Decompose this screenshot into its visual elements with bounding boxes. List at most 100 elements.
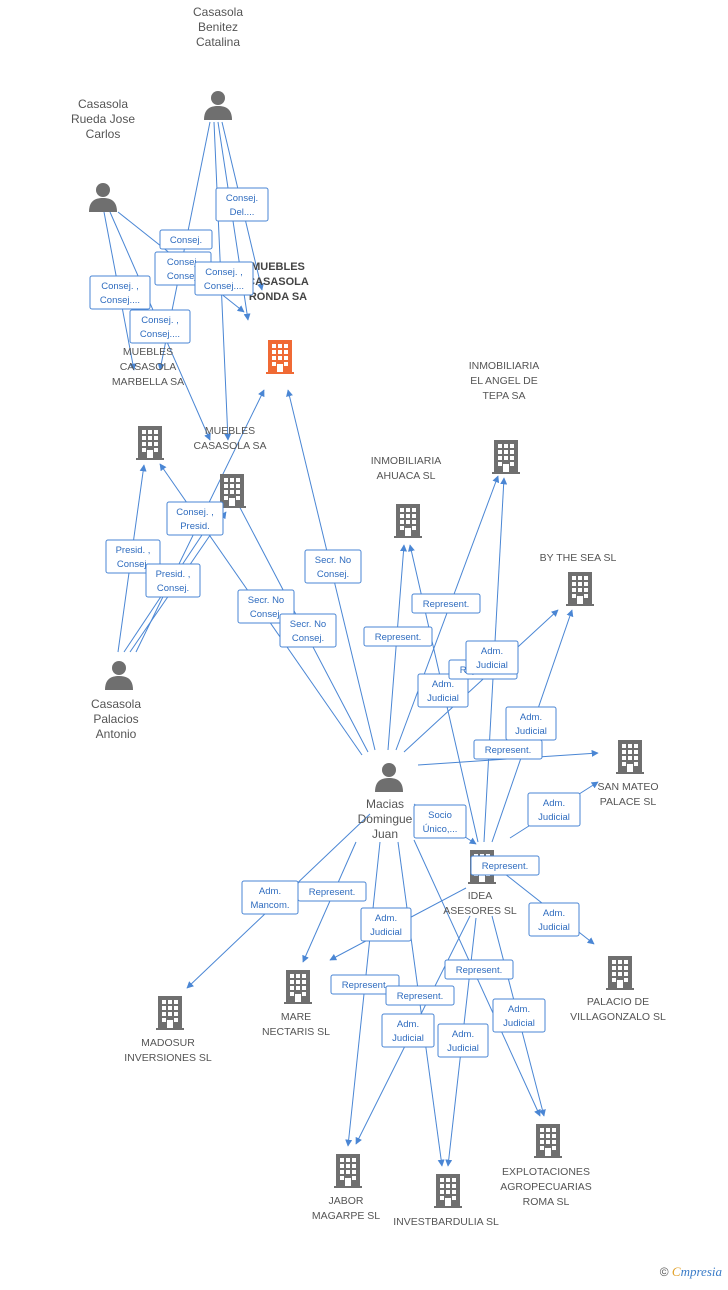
building-icon xyxy=(606,956,634,990)
edge-label-e13[interactable]: Represent. xyxy=(411,593,481,614)
node-label-line: ASESORES SL xyxy=(443,905,517,917)
edge-label-e9[interactable]: Presid. ,Consej. xyxy=(145,563,201,598)
edge-macias-bythesea xyxy=(403,609,559,753)
node-label-line: IDEA xyxy=(468,890,493,902)
edge-label-text: Consej. xyxy=(117,559,149,570)
person-icon xyxy=(204,91,232,120)
node-label-line: CASASOLA xyxy=(120,361,177,373)
edge-label-e14[interactable]: Represent. xyxy=(363,626,433,647)
edge-label-e29[interactable]: Represent. xyxy=(385,985,455,1006)
edge-label-e32[interactable]: Adm.Judicial xyxy=(437,1023,489,1058)
edge-label-e23[interactable]: Adm.Judicial xyxy=(528,902,580,937)
edge-label-e6[interactable]: Consej. ,Consej.... xyxy=(129,309,191,344)
edge-label-text: Adm. xyxy=(520,712,542,723)
edge-label-e31[interactable]: Adm.Judicial xyxy=(381,1013,435,1048)
edge-label-text: Secr. No xyxy=(290,619,326,630)
node-label-line: SAN MATEO xyxy=(597,781,658,793)
edge-label-text: Adm. xyxy=(543,798,565,809)
edge-label-e27[interactable]: Represent. xyxy=(444,959,514,980)
edge-label-text: Consej. xyxy=(170,235,202,246)
edge-label-e18[interactable]: Adm.Judicial xyxy=(505,706,557,741)
node-label-line: AGROPECUARIAS xyxy=(500,1181,592,1193)
edge-label-text: Adm. xyxy=(259,886,281,897)
edge-macias-mare xyxy=(302,841,357,963)
node-label-line: NECTARIS SL xyxy=(262,1026,330,1038)
empresia-logo[interactable]: Cmpresia xyxy=(672,1264,722,1279)
edge-label-e17[interactable]: Adm.Judicial xyxy=(465,640,519,675)
node-label-line: BY THE SEA SL xyxy=(540,552,617,564)
edge-label-e25[interactable]: Represent. xyxy=(297,881,367,902)
edge-label-e15[interactable]: Adm.Judicial xyxy=(417,673,469,708)
edge-labels-layer: Consej.Del....Consej.Consej.Consej.Conse… xyxy=(89,187,581,1058)
building-icon xyxy=(156,996,184,1030)
edge-label-e20[interactable]: Adm.Judicial xyxy=(527,792,581,827)
brand-rest: mpresia xyxy=(680,1264,722,1279)
edge-label-text: Represent. xyxy=(456,965,502,976)
building-icon xyxy=(434,1174,462,1208)
edge-label-box xyxy=(528,902,580,937)
edge-label-box xyxy=(215,187,269,222)
edge-label-e2[interactable]: Consej. xyxy=(159,229,213,250)
edge-label-e22[interactable]: Represent. xyxy=(470,855,540,876)
edge-label-e26[interactable]: Adm.Judicial xyxy=(360,907,412,942)
edge-macias-ahuaca xyxy=(387,544,407,751)
node-by-the-sea[interactable]: BY THE SEA SL xyxy=(540,552,617,606)
building-icon xyxy=(136,426,164,460)
edge-label-text: Represent. xyxy=(397,991,443,1002)
edge-label-text: Adm. xyxy=(543,908,565,919)
edge-label-box xyxy=(385,985,455,1006)
node-inm-ahuaca[interactable]: INMOBILIARIA AHUACA SL xyxy=(371,455,442,538)
edge-label-text: Judicial xyxy=(427,693,459,704)
edge-label-e24[interactable]: Adm. Mancom. xyxy=(241,880,299,915)
node-label-line: MARBELLA SA xyxy=(112,376,184,388)
edge-label-text: Secr. No xyxy=(315,555,351,566)
edge-label-text: Consej. xyxy=(226,193,258,204)
edge-label-text: Mancom. xyxy=(250,900,289,911)
node-label-line: MAGARPE SL xyxy=(312,1210,380,1222)
node-label-line: AHUACA SL xyxy=(377,470,436,482)
node-idea[interactable]: IDEA ASESORES SL xyxy=(443,850,517,917)
building-icon xyxy=(492,440,520,474)
edge-label-box xyxy=(159,229,213,250)
node-label-line: Rueda Jose xyxy=(71,112,135,126)
edge-label-e30[interactable]: Adm.Judicial xyxy=(492,998,546,1033)
edge-label-box xyxy=(437,1023,489,1058)
node-investbardulia[interactable]: INVESTBARDULIA SL xyxy=(393,1174,499,1228)
edge-label-e28[interactable]: Represent. xyxy=(330,974,400,995)
edge-label-e4[interactable]: Consej. ,Consej.... xyxy=(89,275,151,310)
edge-label-text: Represent. xyxy=(375,632,421,643)
node-label-line: INMOBILIARIA xyxy=(371,455,442,467)
edge-label-text: Socio xyxy=(428,810,452,821)
edge-label-text: Represent. xyxy=(309,887,355,898)
edge-label-text: Represent. xyxy=(482,861,528,872)
edge-label-box xyxy=(465,640,519,675)
edge-label-text: Judicial xyxy=(503,1018,535,1029)
edge-label-e7[interactable]: Consej. ,Presid. xyxy=(166,501,224,536)
edge-label-text: Represent. xyxy=(423,599,469,610)
edge-label-e21[interactable]: SocioÚnico,... xyxy=(413,804,467,839)
edge-label-text: Consej. xyxy=(167,271,199,282)
edge-label-box xyxy=(473,739,543,760)
edge-label-e5[interactable]: Consej. ,Consej.... xyxy=(194,261,254,296)
edge-label-text: Judicial xyxy=(392,1033,424,1044)
edge-label-box xyxy=(304,549,362,584)
edge-label-e1[interactable]: Consej.Del.... xyxy=(215,187,269,222)
edge-label-e19[interactable]: Represent. xyxy=(473,739,543,760)
